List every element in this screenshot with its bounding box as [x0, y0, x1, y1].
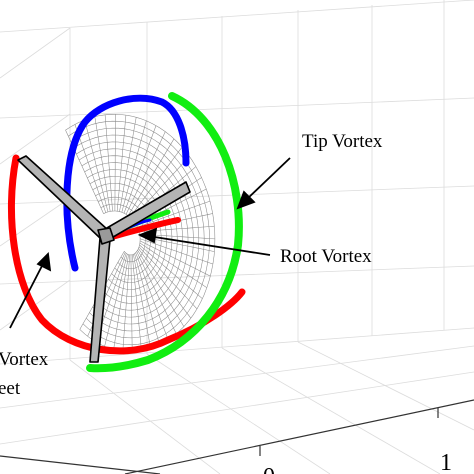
root-arrow-line: [147, 235, 271, 256]
mesh-line: [104, 254, 128, 347]
mesh-line: [136, 251, 177, 334]
sheet-arrow-line: [9, 261, 45, 329]
mesh-line: [130, 254, 133, 352]
mesh-line: [140, 238, 213, 265]
tick-label-zero: 0: [263, 464, 275, 474]
mesh-line: [113, 254, 129, 350]
mesh-line: [137, 250, 185, 327]
x-axis: [0, 399, 474, 474]
mesh-line: [139, 244, 203, 299]
hub: [97, 227, 115, 245]
mesh-line: [139, 242, 207, 288]
root-vortex-label: Root Vortex: [280, 246, 372, 267]
sheet-arrow-head: [36, 252, 52, 272]
mesh-line: [135, 252, 169, 341]
vortex-sheet-label-line2: eet: [0, 378, 21, 399]
mesh-line: [134, 253, 160, 345]
mesh-line: [127, 138, 175, 216]
mesh-line: [114, 114, 116, 211]
tip-vortex-blue: [63, 94, 190, 272]
rotor-blades: [17, 155, 191, 363]
wake-mesh: [65, 114, 216, 352]
mesh-line: [119, 117, 137, 212]
tip-vortex-green: [86, 92, 243, 373]
tip-arrow-line: [245, 157, 291, 201]
mesh-line: [138, 248, 192, 319]
mesh-line: [104, 114, 113, 212]
mesh-line: [122, 254, 130, 352]
mesh-line: [116, 115, 127, 212]
mesh-line: [121, 120, 147, 213]
mesh-line: [138, 246, 198, 310]
annotation-arrows: [9, 157, 291, 329]
tip-vortex-label: Tip Vortex: [302, 131, 383, 152]
mesh-line: [133, 254, 151, 349]
mesh-line: [137, 200, 211, 228]
tick-label-one: 1: [440, 450, 452, 474]
mesh-line: [139, 240, 211, 277]
mesh-line: [74, 124, 107, 213]
mesh-line: [123, 125, 157, 214]
root-arrow-head: [137, 227, 158, 244]
mesh-line: [129, 146, 183, 218]
tip-vortex-curves: [7, 92, 246, 373]
mesh-line: [125, 131, 166, 215]
tip-arrow-head: [236, 190, 256, 210]
blade-lower: [89, 237, 111, 363]
vortex-sheet-label-line1: Vortex: [0, 349, 49, 370]
mesh-line: [84, 119, 109, 212]
mesh-line: [94, 116, 111, 212]
mesh-line: [131, 254, 142, 351]
blade-upper-left: [17, 155, 109, 239]
